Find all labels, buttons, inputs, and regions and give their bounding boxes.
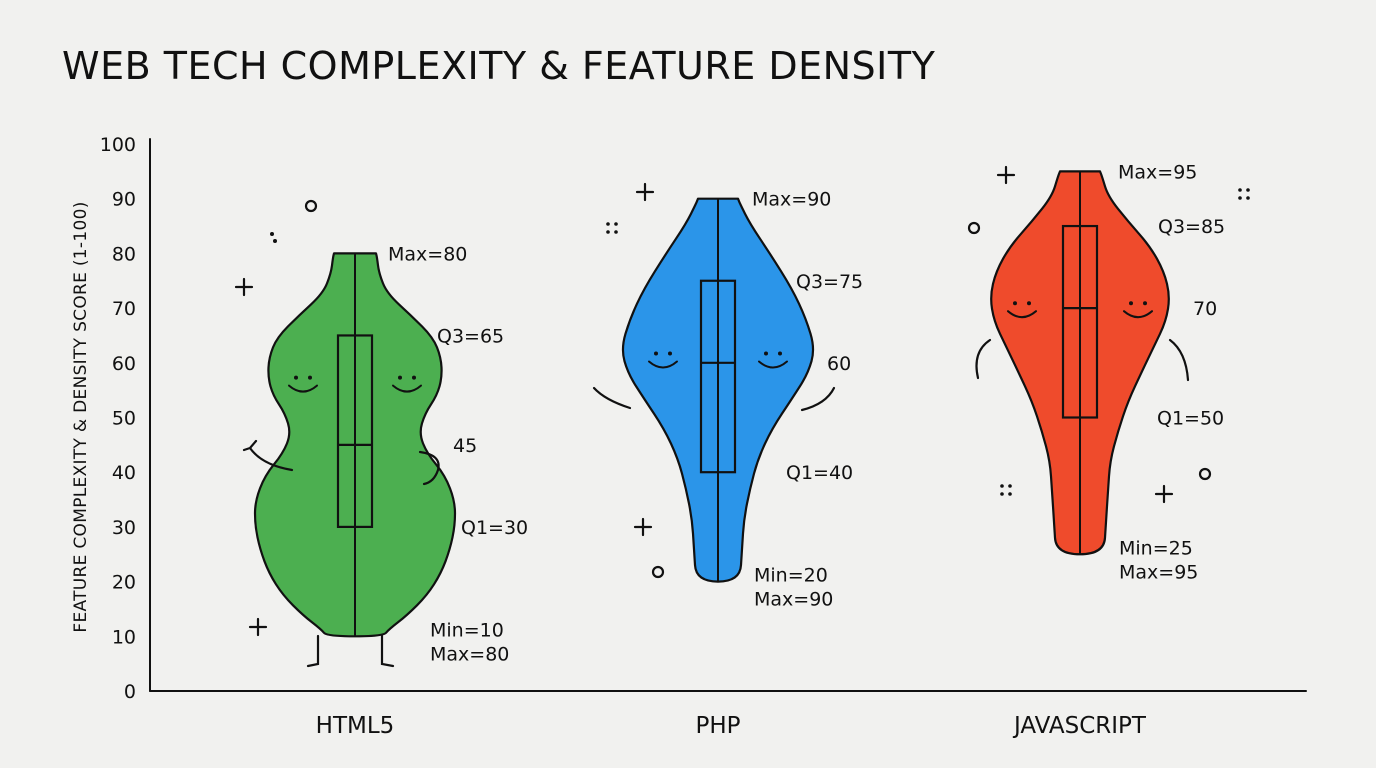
y-tick-label: 100	[100, 134, 136, 156]
face-eye	[398, 375, 402, 380]
iqr-box	[699, 279, 737, 474]
y-tick-label: 60	[112, 353, 136, 375]
dot-doodle	[606, 230, 610, 234]
max-label: Max=90	[752, 189, 831, 211]
iqr-box	[336, 334, 374, 529]
range-max-label: Max=95	[1119, 561, 1198, 583]
doodle-limb	[1168, 338, 1190, 382]
plus-doodle	[635, 182, 655, 202]
min-label: Min=20	[754, 565, 828, 587]
circle-doodle	[967, 221, 981, 235]
face-eye	[412, 375, 416, 380]
face-eye	[308, 375, 312, 380]
doodle-limb	[800, 386, 836, 412]
face-eye	[764, 351, 768, 356]
x-tick-label: JAVASCRIPT	[1012, 713, 1147, 739]
y-tick-label: 50	[112, 408, 136, 430]
face-eye	[1129, 301, 1133, 306]
y-tick-label: 20	[112, 572, 136, 594]
y-tick-label: 90	[112, 189, 136, 211]
face-eye	[778, 351, 782, 356]
dot-doodle	[273, 239, 277, 243]
doodle-limb	[975, 338, 992, 380]
chart-title: WEB TECH COMPLEXITY & FEATURE DENSITY	[62, 44, 936, 88]
y-axis-label: FEATURE COMPLEXITY & DENSITY SCORE (1-10…	[71, 201, 91, 632]
face-eye	[668, 351, 672, 356]
face-smile	[648, 360, 678, 369]
doodle-limb	[306, 634, 395, 668]
min-label: Min=10	[430, 619, 504, 641]
x-tick-label: PHP	[695, 713, 740, 739]
q1-label: Q1=40	[786, 462, 853, 484]
y-tick-label: 40	[112, 462, 136, 484]
dot-doodle	[1238, 196, 1242, 200]
dot-doodle	[270, 232, 274, 236]
dot-doodle	[614, 222, 618, 226]
iqr-box	[1061, 224, 1099, 419]
y-tick-label: 0	[124, 681, 136, 703]
dot-doodle	[1246, 196, 1250, 200]
q3-label: Q3=65	[437, 325, 504, 347]
max-label: Max=80	[388, 243, 467, 265]
dot-doodle	[1000, 492, 1004, 496]
plus-doodle	[234, 277, 254, 297]
plus-doodle	[1154, 484, 1174, 504]
face-eye	[294, 375, 298, 380]
face-eye	[654, 351, 658, 356]
max-label: Max=95	[1118, 161, 1197, 183]
doodle-limb	[242, 439, 294, 472]
circle-doodle	[304, 199, 318, 213]
face-eye	[1143, 301, 1147, 306]
dot-doodle	[1000, 484, 1004, 488]
plus-doodle	[996, 165, 1016, 185]
y-tick-label: 80	[112, 243, 136, 265]
face-eye	[1013, 301, 1017, 306]
min-label: Min=25	[1119, 537, 1193, 559]
circle-doodle	[651, 565, 665, 579]
dot-doodle	[614, 230, 618, 234]
range-max-label: Max=90	[754, 589, 833, 611]
dot-doodle	[1008, 492, 1012, 496]
plus-doodle	[248, 617, 268, 637]
face-smile	[288, 384, 318, 393]
range-max-label: Max=80	[430, 643, 509, 665]
q3-label: Q3=85	[1158, 216, 1225, 238]
x-tick-label: HTML5	[316, 713, 395, 739]
q1-label: Q1=30	[461, 517, 528, 539]
q3-label: Q3=75	[796, 271, 863, 293]
median-label: 45	[453, 435, 477, 457]
dot-doodle	[1246, 188, 1250, 192]
dot-doodle	[1008, 484, 1012, 488]
face-smile	[758, 360, 788, 369]
face-smile	[1007, 310, 1037, 319]
median-label: 70	[1193, 298, 1217, 320]
circle-doodle	[1198, 467, 1212, 481]
y-tick-label: 70	[112, 298, 136, 320]
dot-doodle	[606, 222, 610, 226]
y-tick-label: 10	[112, 626, 136, 648]
y-tick-label: 30	[112, 517, 136, 539]
face-smile	[1123, 310, 1153, 319]
plus-doodle	[633, 517, 653, 537]
q1-label: Q1=50	[1157, 408, 1224, 430]
doodle-limb	[592, 386, 632, 410]
dot-doodle	[1238, 188, 1242, 192]
face-eye	[1027, 301, 1031, 306]
doodle-limb	[418, 450, 440, 486]
face-smile	[392, 384, 422, 393]
median-label: 60	[827, 353, 851, 375]
